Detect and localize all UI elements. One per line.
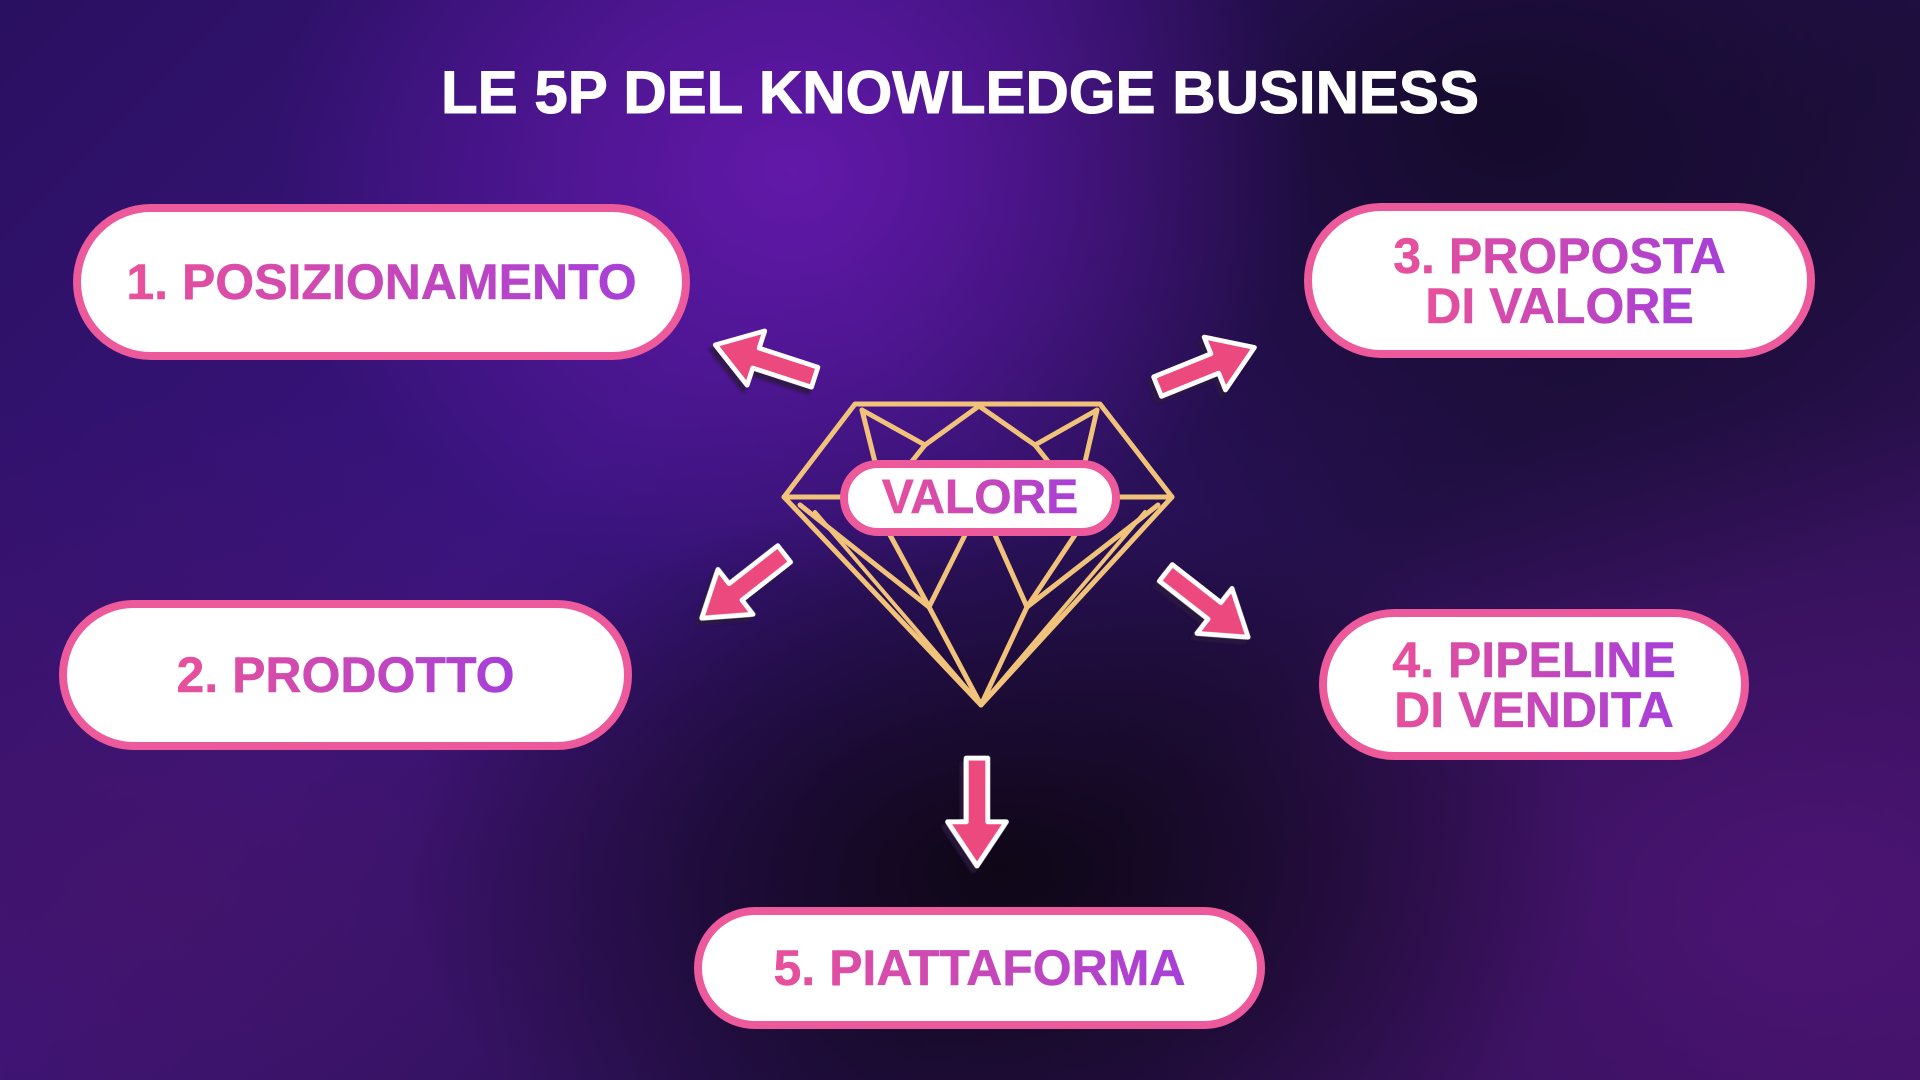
- center-value-pill: VALORE: [840, 460, 1120, 536]
- arrow-up-right-icon: [1147, 321, 1265, 413]
- page-title: LE 5P DEL KNOWLEDGE BUSINESS: [441, 59, 1480, 127]
- item-label: 2. PRODOTTO: [176, 647, 515, 703]
- arrow-down-icon: [948, 758, 1007, 866]
- arrow-up-left-icon: [707, 318, 824, 405]
- item-piattaforma: 5. PIATTAFORMA: [694, 907, 1265, 1029]
- item-label-line1: 3. PROPOSTA: [1393, 227, 1726, 284]
- item-proposta-di-valore: 3. PROPOSTA DI VALORE: [1304, 203, 1815, 358]
- item-prodotto: 2. PRODOTTO: [59, 600, 632, 750]
- item-label: 5. PIATTAFORMA: [773, 940, 1186, 996]
- diamond-icon: [781, 401, 1175, 708]
- center-value-label: VALORE: [881, 471, 1079, 524]
- arrow-down-right-icon: [1148, 550, 1265, 659]
- item-label-line2: DI VENDITA: [1394, 681, 1674, 738]
- arrow-down-left-icon: [684, 531, 801, 640]
- item-label-line2: DI VALORE: [1425, 277, 1694, 334]
- item-label: 1. POSIZIONAMENTO: [126, 254, 637, 310]
- item-pipeline-di-vendita: 4. PIPELINE DI VENDITA: [1319, 609, 1749, 760]
- item-label-line1: 4. PIPELINE: [1392, 631, 1676, 688]
- item-posizionamento: 1. POSIZIONAMENTO: [73, 204, 690, 360]
